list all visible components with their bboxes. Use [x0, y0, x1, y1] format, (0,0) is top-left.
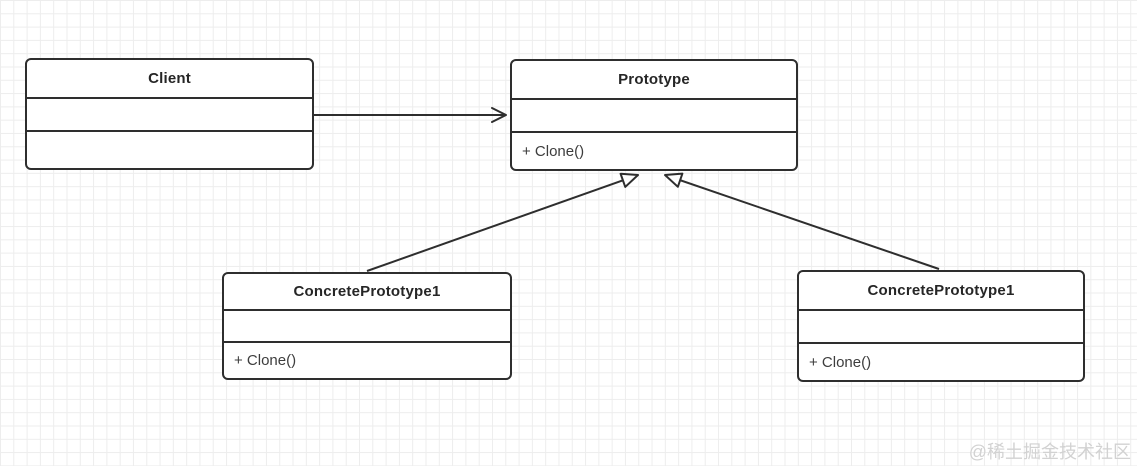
class-box-prototype: Prototype + Clone() — [510, 59, 798, 171]
class-box-client: Client — [25, 58, 314, 170]
class-methods-concrete-left: + Clone() — [234, 352, 297, 369]
class-attributes-concrete-right — [799, 309, 1083, 344]
class-attributes-client — [27, 97, 312, 132]
generalization-arrow-right-concrete-to-prototype — [664, 172, 940, 270]
class-attributes-concrete-left — [224, 309, 510, 343]
class-methods-concrete-right: + Clone() — [809, 353, 872, 371]
generalization-arrow-left-concrete-to-prototype — [366, 172, 639, 272]
class-attributes-prototype — [512, 98, 796, 133]
class-methods-client — [27, 132, 312, 168]
class-title-prototype: Prototype — [618, 71, 690, 88]
class-title-concrete-left: ConcretePrototype1 — [293, 283, 441, 300]
watermark-text: @稀土掘金技术社区 — [968, 442, 1131, 462]
class-title-concrete-right: ConcretePrototype1 — [867, 282, 1015, 299]
class-box-concrete-left: ConcretePrototype1 + Clone() — [222, 272, 512, 380]
class-box-concrete-right: ConcretePrototype1 + Clone() — [797, 270, 1085, 382]
class-title-client: Client — [148, 70, 191, 87]
class-methods-prototype: + Clone() — [522, 142, 585, 160]
